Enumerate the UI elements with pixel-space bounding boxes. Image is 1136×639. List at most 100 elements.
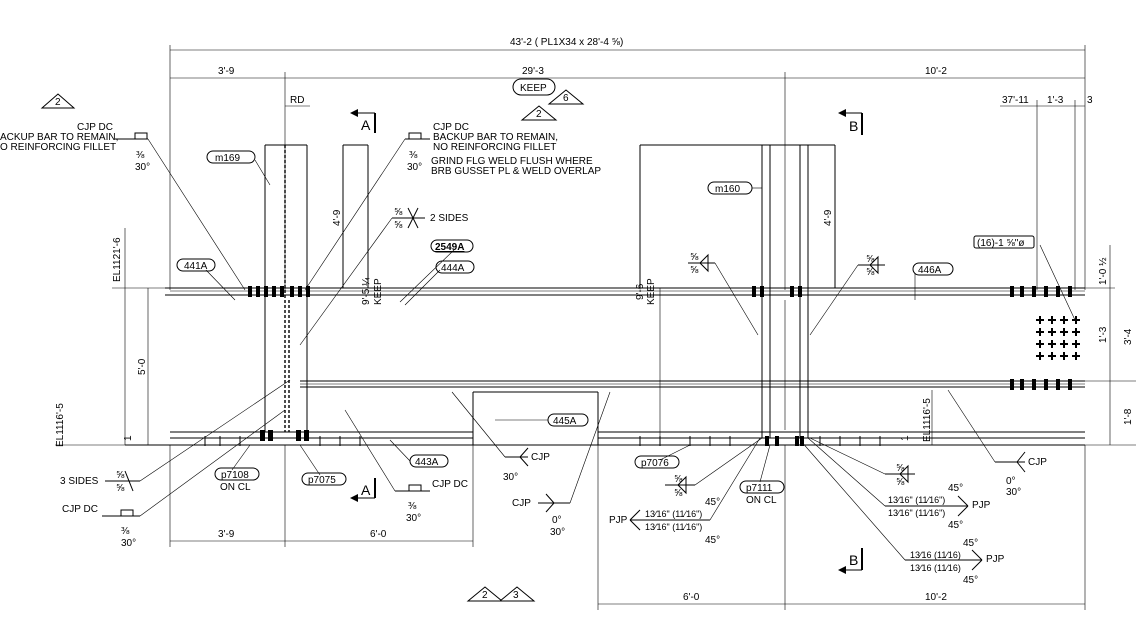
bottom-flange-beam	[125, 391, 1085, 446]
pjp-r2-w1: 13⁄16 (11⁄16)	[910, 550, 961, 560]
three-sides-58a: ⅝	[116, 470, 125, 481]
section-a-top: A	[361, 117, 371, 133]
pjp-left: PJP	[609, 515, 628, 526]
bottom-dimensions: 3'-9 6'-0 6'-0 10'-2	[169, 445, 1086, 610]
section-a-bottom: A	[361, 482, 371, 498]
flange-bolt	[798, 286, 802, 297]
flange-bolt	[248, 286, 252, 297]
dim-bottom-6-0-right: 6'-0	[683, 592, 700, 603]
mark-p7111: p7111	[746, 483, 773, 494]
flange-bolt	[268, 430, 273, 441]
rev-2-top: 2	[536, 109, 542, 120]
mid-weld-30: 30°	[407, 162, 422, 173]
pjp-r1-45b: 45°	[948, 520, 963, 531]
flange-bolt	[1056, 286, 1060, 297]
bl-weld-30: 30°	[121, 538, 136, 549]
flange-bolt	[1032, 379, 1036, 390]
weld-callouts: CJP DC ACKUP BAR TO REMAIN, O REINFORCIN…	[0, 122, 1076, 586]
two-sides-58b: ⅝	[394, 220, 403, 231]
dim-37-11: 37'-11	[1002, 95, 1029, 106]
bolt-cross	[1048, 328, 1056, 336]
flange-bolt	[280, 286, 284, 297]
rev-2-left: 2	[55, 97, 61, 108]
flange-bolt	[775, 436, 779, 446]
pjp-r2-45a: 45°	[963, 538, 978, 549]
keep-vertical-2: KEEP	[646, 278, 657, 305]
bm-weld-38: ⅜	[408, 501, 417, 512]
mark-p7075: p7075	[308, 475, 336, 486]
bolt-cross	[1036, 316, 1044, 324]
flange-bolt	[1044, 286, 1048, 297]
el-right: EL1116'-5	[922, 398, 933, 442]
mark-p7108: p7108	[221, 470, 249, 481]
on-cl-right: ON CL	[746, 495, 777, 506]
flange-bolt	[790, 286, 794, 297]
cjp-low: CJP	[512, 498, 531, 509]
flange-bolt	[1020, 379, 1024, 390]
flange-bolt	[1068, 379, 1072, 390]
bolt-cross	[1060, 328, 1068, 336]
mid-cjp-dc: CJP DC	[433, 122, 469, 133]
rb-weld-58a: ⅝	[896, 463, 905, 474]
flange-bolt	[1068, 286, 1072, 297]
flange-bolt	[296, 430, 301, 441]
lb-weld-58b: ⅝	[674, 488, 683, 499]
section-b-top: B	[849, 118, 858, 134]
mid-weld-38: ⅜	[409, 150, 418, 161]
dim-bottom-10-2: 10'-2	[925, 592, 947, 603]
dim-1-right: 1	[900, 435, 911, 441]
flange-bolt	[1032, 286, 1036, 297]
top-dimensions: 43'-2 ( PL1X34 x 28'-4 ⅝) 3'-9 29'-3 10'…	[169, 37, 1093, 290]
mid-backup-note: BACKUP BAR TO REMAIN,	[433, 132, 558, 143]
rev-3-bottom: 3	[513, 590, 519, 601]
grind-note-2: BRB GUSSET PL & WELD OVERLAP	[431, 166, 601, 177]
flange-bolt	[795, 436, 799, 446]
bolt-cross	[1048, 340, 1056, 348]
bm-weld-30: 30°	[406, 513, 421, 524]
mark-m160: m160	[715, 184, 740, 195]
cjp-right: CJP	[1028, 457, 1047, 468]
pjp-r2-w2: 13⁄16 (11⁄16)	[910, 563, 961, 573]
dim-1-left: 1	[123, 435, 134, 441]
pjp-left-45b: 45°	[705, 535, 720, 546]
piece-marks: m169 m160 441A 2549A 444A 446A 445A 443A…	[176, 150, 1035, 506]
dim-9-6: 9'-6	[635, 283, 646, 300]
bolt-cross	[1072, 328, 1080, 336]
keep-vertical-1: KEEP	[373, 278, 384, 305]
flange-bolt	[765, 436, 769, 446]
el-bottom: EL1116'-5	[55, 403, 66, 447]
on-cl-left: ON CL	[220, 482, 251, 493]
bolt-cross	[1072, 316, 1080, 324]
mark-445a: 445A	[553, 416, 577, 427]
bolt-cross	[1048, 352, 1056, 360]
mark-p7076: p7076	[641, 458, 669, 469]
pjp-r1-w1: 13⁄16" (11⁄16")	[888, 495, 945, 505]
bl-weld-38: ⅜	[121, 526, 130, 537]
flange-bolt	[1010, 379, 1014, 390]
dim-1-0-half: 1'-0 ½	[1098, 257, 1109, 285]
three-sides: 3 SIDES	[60, 476, 99, 487]
el-top: EL1121'-6	[112, 237, 123, 282]
bolt-cross	[1072, 340, 1080, 348]
bolt-cross	[1036, 352, 1044, 360]
middle-beam	[300, 380, 1085, 388]
flange-bolt	[752, 286, 756, 297]
pjp-left-w2: 13⁄16" (11⁄16")	[645, 522, 702, 532]
three-sides-58b: ⅝	[116, 483, 125, 494]
dim-bottom-3-9: 3'-9	[218, 529, 235, 540]
left-weld-38: ⅜	[136, 150, 145, 161]
dim-overall: 43'-2 ( PL1X34 x 28'-4 ⅝)	[510, 37, 623, 48]
flange-bolt	[306, 286, 310, 297]
rev-2-bottom: 2	[482, 590, 488, 601]
lb-weld-58a: ⅝	[674, 474, 683, 485]
two-sides-58a: ⅝	[394, 207, 403, 218]
keep-label: KEEP	[520, 83, 547, 94]
two-sides: 2 SIDES	[430, 213, 469, 224]
mark-2549a: 2549A	[435, 242, 464, 253]
flange-bolt	[800, 436, 804, 446]
bolt-cross	[1036, 328, 1044, 336]
bolt-cross	[1036, 340, 1044, 348]
mid-noreinf-note: NO REINFORCING FILLET	[433, 142, 556, 153]
flange-bolt	[760, 286, 764, 297]
